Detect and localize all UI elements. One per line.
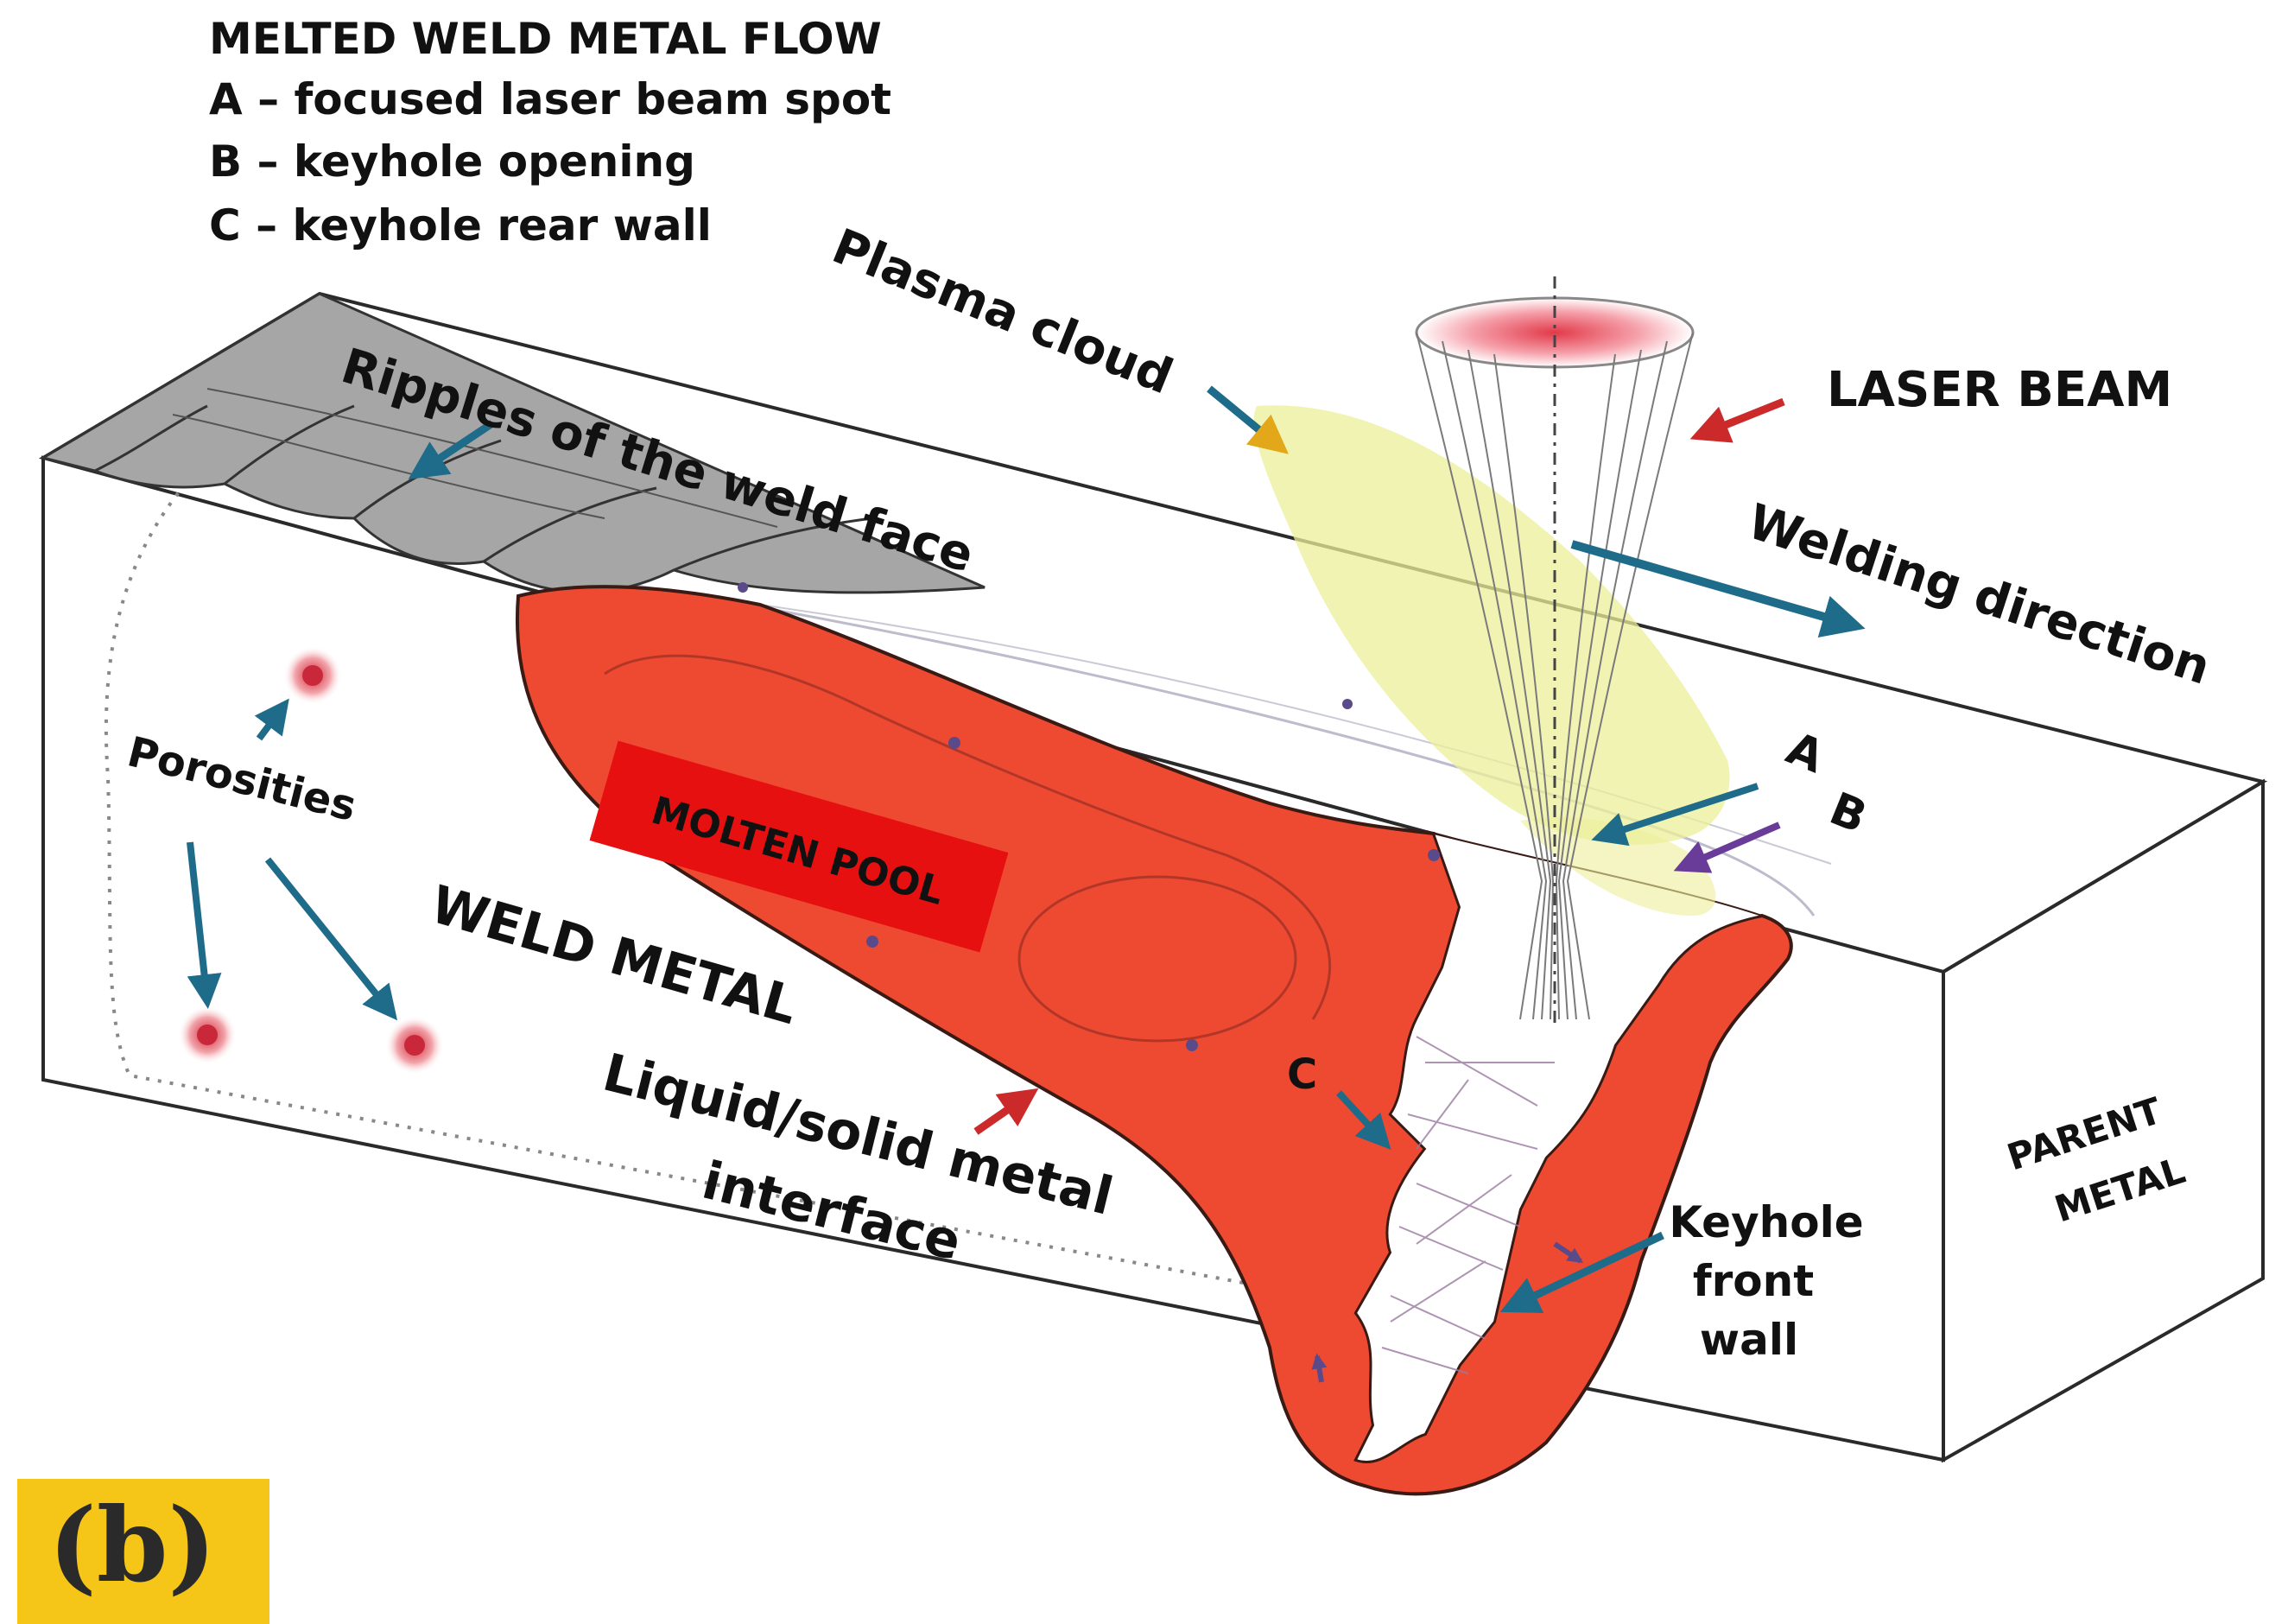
legend-item-a: A – focused laser beam spot	[209, 74, 892, 124]
plasma-cloud-label: Plasma cloud	[825, 219, 1181, 406]
welding-direction-arrow	[1570, 540, 1866, 638]
legend-item-b: B – keyhole opening	[209, 136, 695, 187]
panel-label: (b)	[48, 1485, 217, 1605]
laser-beam	[1415, 276, 1695, 1028]
laser-beam-label: LASER BEAM	[1827, 362, 2172, 418]
a-arrow	[1591, 783, 1759, 847]
laser-beam-arrow	[1689, 397, 1785, 443]
panel-label-badge	[17, 1479, 269, 1624]
porosities	[178, 646, 444, 1075]
porosity-arrow-3	[264, 857, 398, 1021]
interface-arrow	[973, 1088, 1039, 1135]
b-arrow	[1673, 822, 1781, 873]
keyhole-label-line3: wall	[1700, 1315, 1798, 1365]
keyhole-front-wall-arrow	[1499, 1231, 1664, 1313]
keyhole-label-line2: front	[1693, 1256, 1814, 1306]
molten-pool-region: MOLTEN POOL	[516, 582, 1793, 1496]
legend-item-c: C – keyhole rear wall	[209, 200, 712, 251]
porosity-arrow-1	[254, 698, 289, 741]
molten-inner-flow	[604, 654, 1331, 1020]
block-right-face	[1942, 778, 2265, 1463]
molten-inner-eddy	[1017, 875, 1297, 1043]
welding-direction-label: Welding direction	[1741, 493, 2217, 695]
keyhole-label-line1: Keyhole	[1669, 1197, 1863, 1247]
ripples-arrow	[408, 420, 495, 479]
plasma-cloud	[1253, 405, 1730, 845]
c-label: C	[1287, 1050, 1317, 1099]
plasma-cloud-arrow	[1207, 385, 1289, 454]
porosity-arrow-2	[187, 841, 222, 1009]
c-arrow	[1336, 1090, 1391, 1150]
legend-heading: MELTED WELD METAL FLOW	[209, 14, 882, 64]
weld-ripples	[40, 292, 986, 594]
keyhole	[1354, 832, 1765, 1462]
